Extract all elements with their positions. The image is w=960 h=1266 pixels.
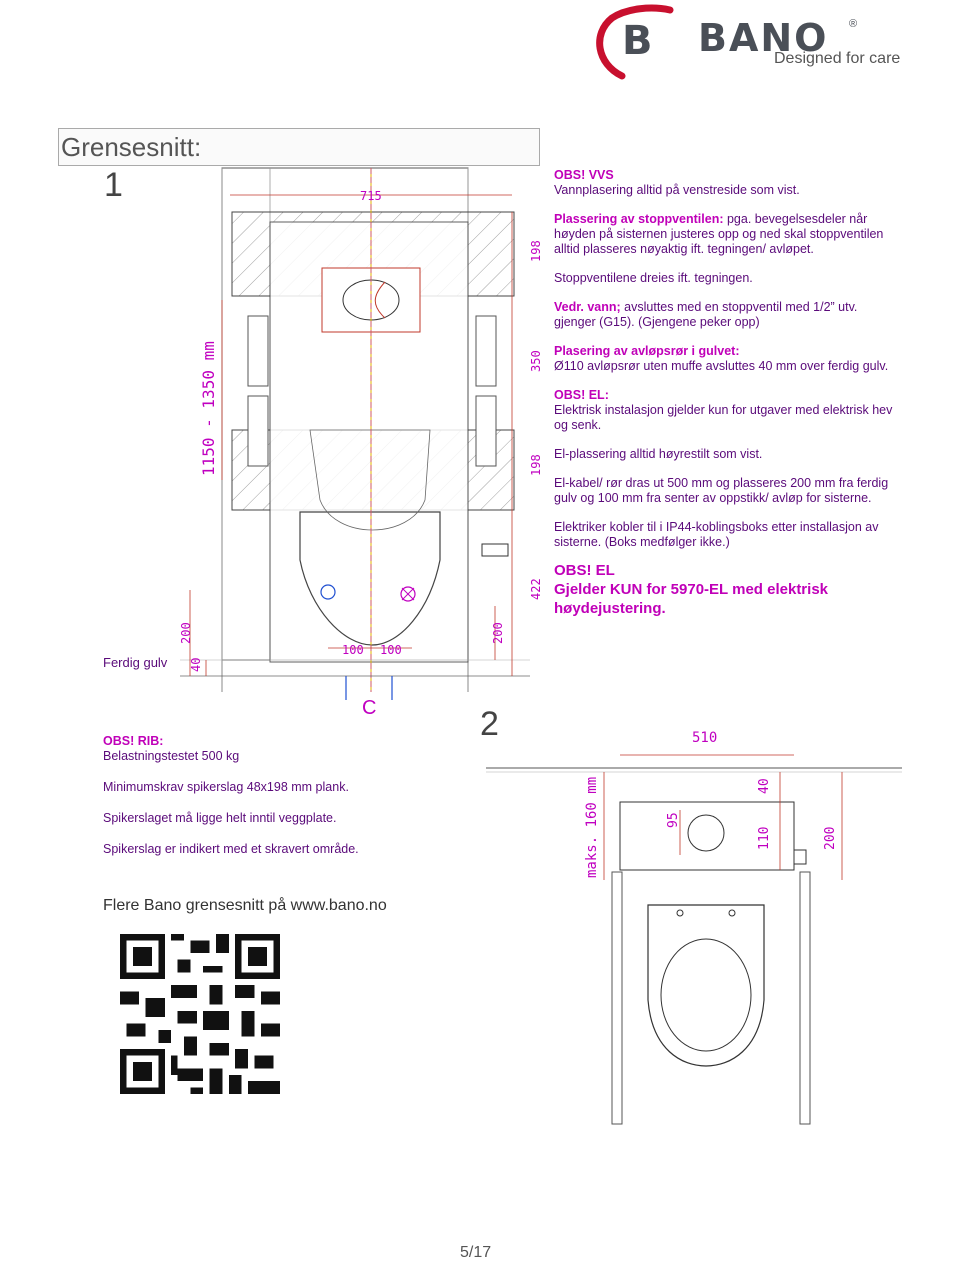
dim-max-160: maks. 160 mm (584, 777, 600, 878)
dim-198-top: 198 (529, 240, 543, 262)
avlop-body: Ø110 avløpsrør uten muffe avsluttes 40 m… (554, 359, 889, 373)
dim-510: 510 (692, 730, 717, 746)
title-box: Grensesnitt: (58, 128, 540, 166)
left-notes: OBS! RIB: Belastningstestet 500 kg Minim… (103, 734, 463, 857)
spiker-helt: Spikerslaget må ligge helt inntil veggpl… (103, 811, 337, 825)
brand-logo: B BANO ® Designed for care (592, 4, 902, 84)
obs-rib: OBS! RIB: (103, 734, 164, 748)
el-big-line: Gjelder KUN for 5970-EL med elektrisk hø… (554, 581, 828, 617)
vedr-head: Vedr. vann; (554, 300, 621, 314)
dim-height-range: 1150 - 1350 mm (199, 341, 218, 476)
dim-100-left: 100 (342, 643, 364, 657)
logo-swoosh-icon (596, 4, 674, 80)
el-line4: Elektriker kobler til i IP44-koblingsbok… (554, 520, 879, 549)
dim-715: 715 (360, 189, 382, 203)
el-line2: El-plassering alltid høyrestilt som vist… (554, 447, 763, 461)
dim-198-mid: 198 (529, 454, 543, 476)
obs-el-big: OBS! EL (554, 562, 615, 579)
dim-100-right: 100 (380, 643, 402, 657)
section-number-2: 2 (480, 705, 499, 743)
wc-bowl (299, 511, 441, 646)
obs-el: OBS! EL: (554, 388, 609, 402)
stopp-turn: Stoppventilene dreies ift. tegningen. (554, 271, 753, 285)
dim-350: 350 (529, 350, 543, 372)
front-view-drawing: 715 198 350 198 422 1150 - 1350 mm 200 4… (179, 167, 543, 700)
logo-mark: B (622, 18, 653, 64)
dim-200-left: 200 (179, 622, 193, 644)
floor-label: Ferdig gulv (103, 655, 168, 670)
section-label-c: C (362, 697, 377, 719)
logo-wordmark: BANO (698, 16, 829, 60)
stopp-body: pga. bevegelsesdeler når høyden på siste… (554, 212, 884, 256)
page-title: Grensesnitt: (61, 132, 202, 162)
qr-code-icon[interactable] (120, 934, 280, 1094)
right-notes: OBS! VVS Vannplasering alltid på venstre… (554, 168, 894, 618)
spiker-skravert: Spikerslag er indikert med et skravert o… (103, 842, 359, 856)
dim-200-right: 200 (491, 622, 505, 644)
dim-95: 95 (666, 812, 681, 828)
section-number-1: 1 (104, 166, 123, 204)
obs-vvs: OBS! VVS (554, 168, 614, 182)
tagline: Designed for care (774, 50, 901, 67)
dim-422: 422 (529, 578, 543, 600)
website-link[interactable]: Flere Bano grensesnitt på www.bano.no (103, 897, 387, 914)
avlop-head: Plasering av avløpsrør i gulvet: (554, 344, 740, 358)
el-line1: Elektrisk instalasjon gjelder kun for ut… (554, 403, 893, 432)
dim-40-bottom: 40 (757, 778, 772, 794)
vedr-body: avsluttes med en stoppventil med 1/2” ut… (554, 300, 858, 329)
el-line3: El-kabel/ rør dras ut 500 mm og plassere… (554, 476, 889, 505)
outlet-circle (687, 814, 725, 852)
frame-top-box (619, 801, 795, 871)
page-number: 5/17 (460, 1244, 492, 1261)
rib-line: Belastningstestet 500 kg (103, 749, 240, 763)
bowl-outline (647, 904, 765, 1067)
dim-110: 110 (757, 827, 772, 850)
dim-200-bottom: 200 (823, 827, 838, 850)
registered-mark: ® (849, 18, 858, 30)
stopp-head: Plassering av stoppventilen: (554, 212, 724, 226)
top-view-drawing: 510 40 95 110 200 maks. 160 mm (486, 730, 902, 1125)
min-krav: Minimumskrav spikerslag 48x198 mm plank. (103, 780, 349, 794)
dim-40: 40 (189, 658, 203, 672)
vvs-line: Vannplasering alltid på venstreside som … (554, 183, 800, 197)
